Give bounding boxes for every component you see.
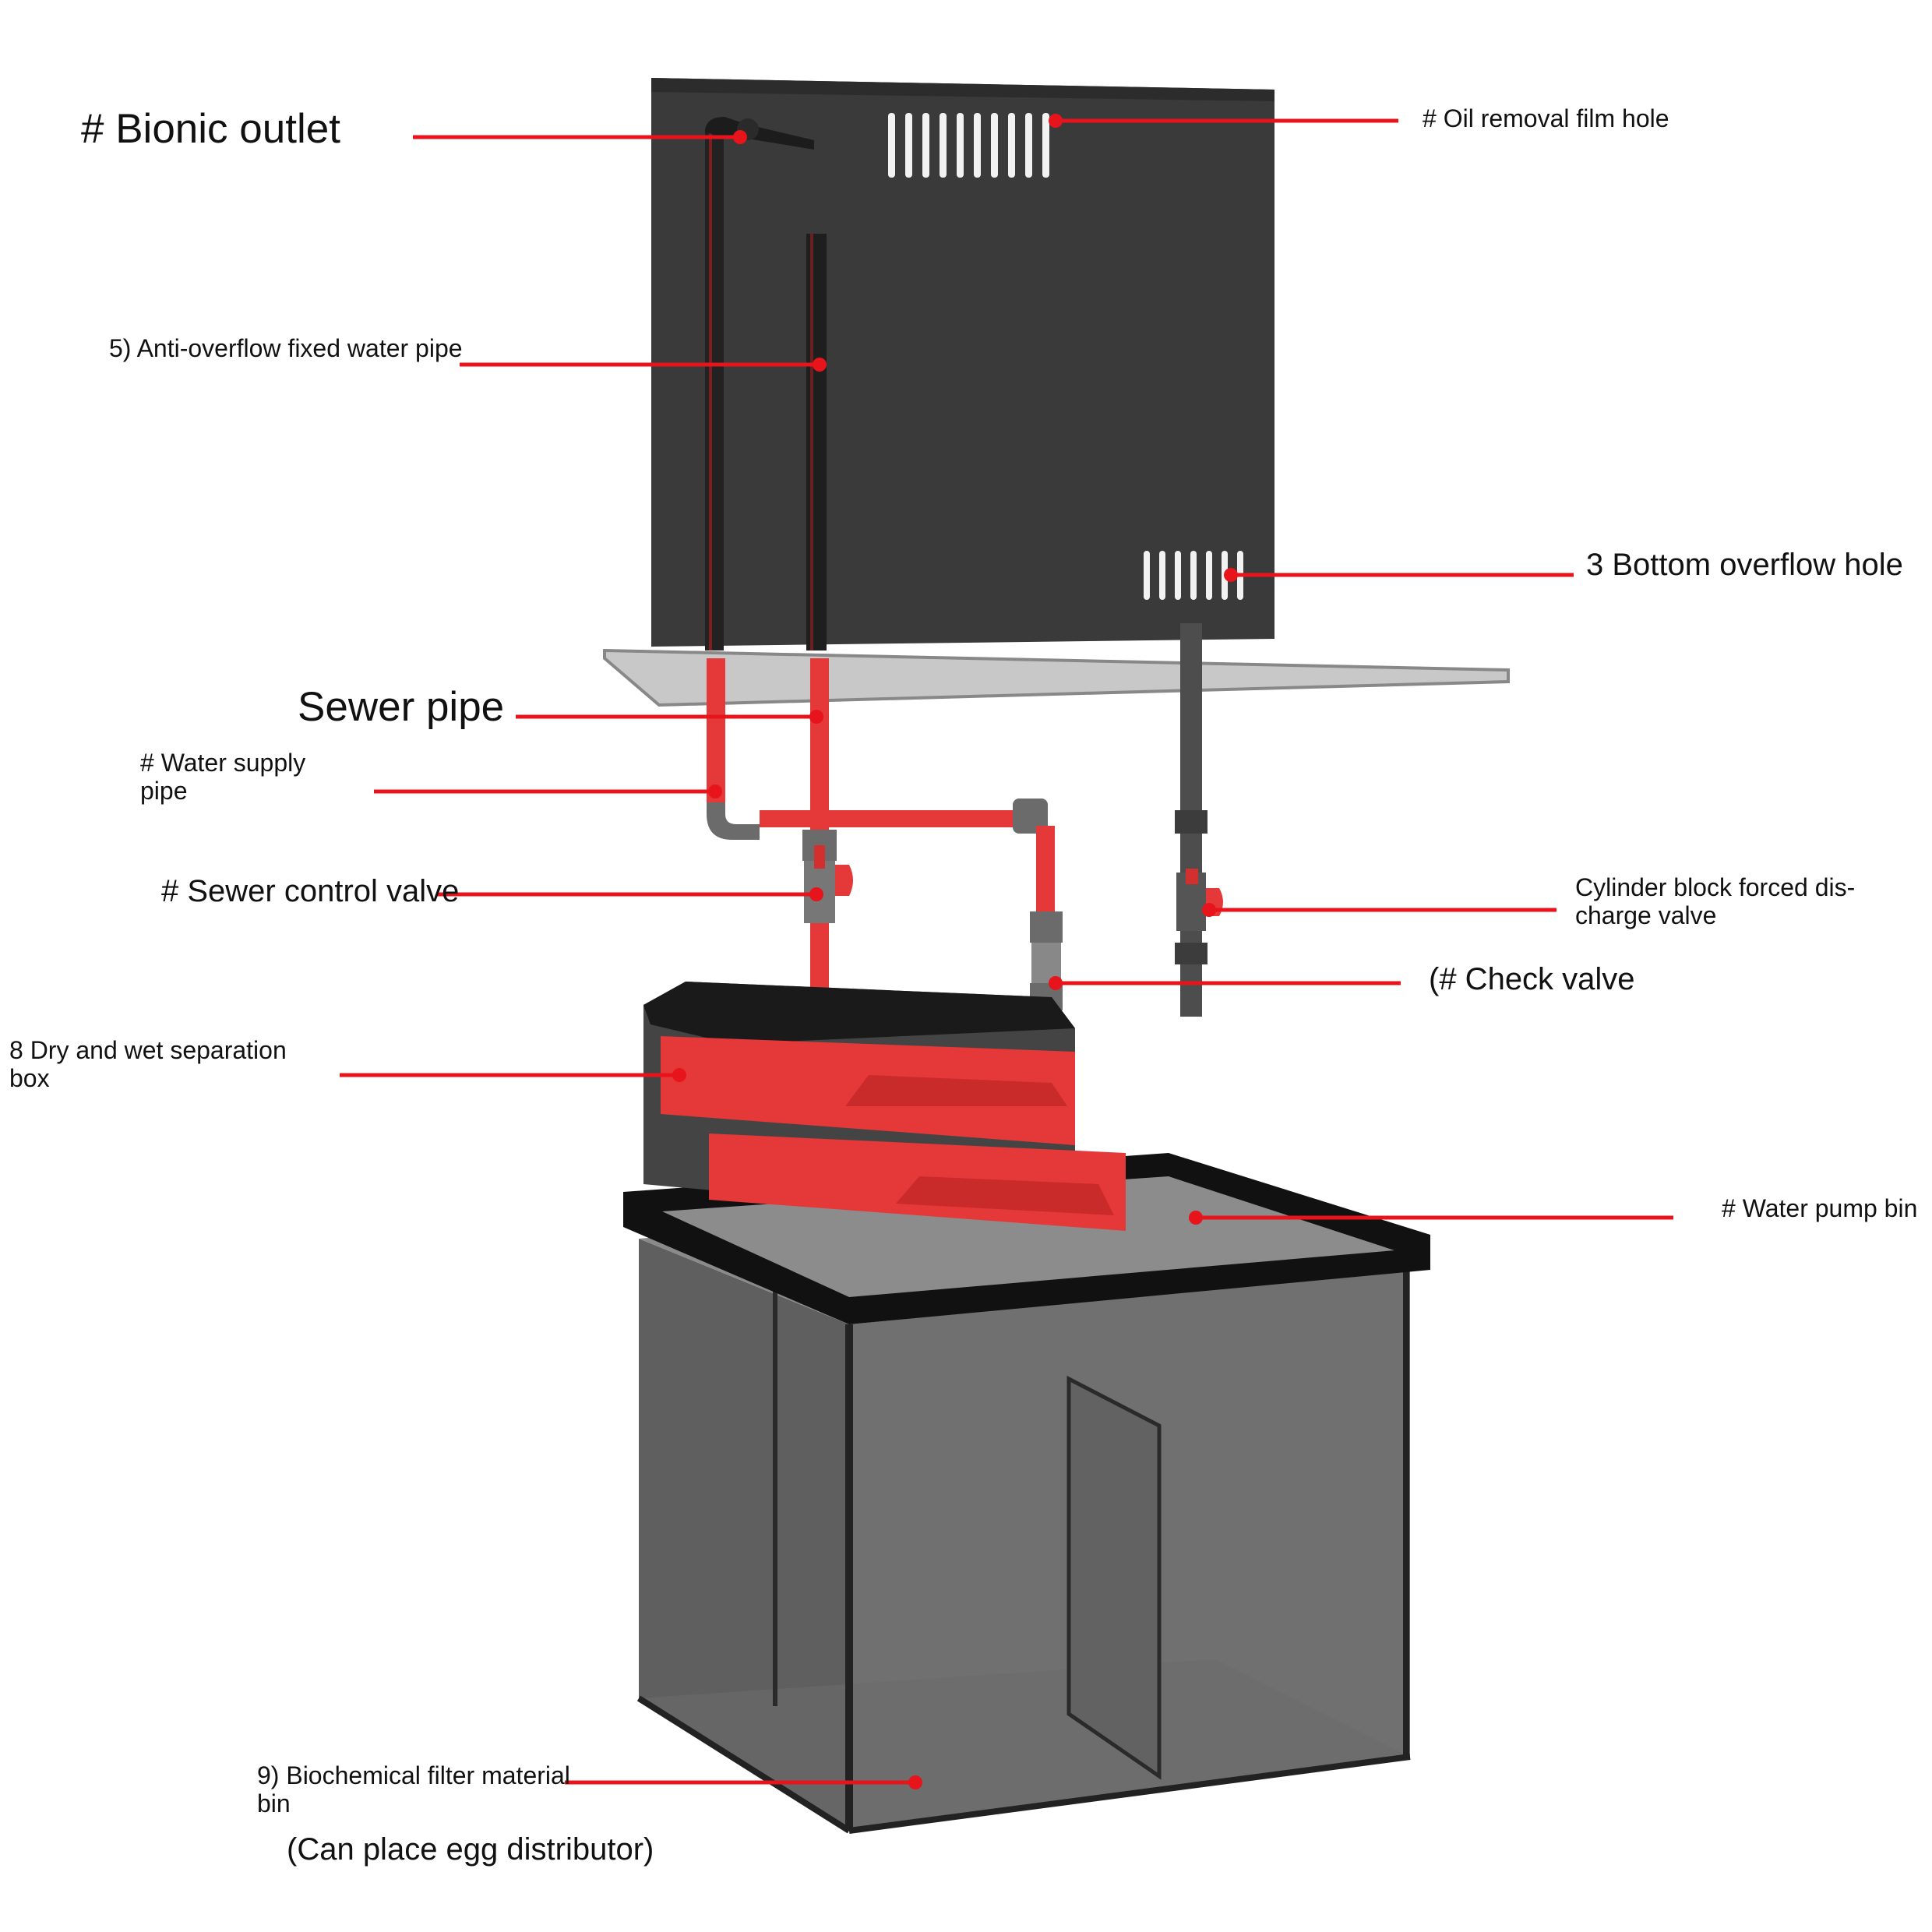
label-water-supply-pipe: # Water supply pipe xyxy=(140,749,305,806)
label-cylinder-block-forced-discharge-valve: Cylinder block forced dis- charge valve xyxy=(1575,874,1855,930)
label-bionic-outlet: # Bionic outlet xyxy=(81,106,340,152)
label-sewer-pipe: Sewer pipe xyxy=(298,684,504,730)
label-egg-distributor-note: (Can place egg distributor) xyxy=(287,1832,654,1867)
label-dry-and-wet-separation-box: 8 Dry and wet separation box xyxy=(9,1037,287,1093)
anti-overflow-pipe xyxy=(806,234,827,650)
dry-wet-separation-box xyxy=(643,982,1126,1231)
label-sewer-control-valve: # Sewer control valve xyxy=(161,874,459,909)
check-valve xyxy=(1030,911,1063,1010)
sewer-control-valve xyxy=(802,830,853,923)
glass-shelf xyxy=(605,650,1508,705)
tank-divider xyxy=(1069,1379,1159,1776)
label-check-valve: (# Check valve xyxy=(1429,962,1635,997)
bionic-outlet-pipe xyxy=(705,129,724,650)
red-pipework xyxy=(707,658,1055,1026)
sump-tank xyxy=(623,1153,1430,1831)
label-water-pump-bin: # Water pump bin xyxy=(1722,1195,1917,1223)
label-oil-removal-film-hole: # Oil removal film hole xyxy=(1423,105,1669,133)
label-biochemical-filter-material-bin: 9) Biochemical filter material bin xyxy=(257,1762,570,1818)
label-bottom-overflow-hole: 3 Bottom overflow hole xyxy=(1586,548,1903,583)
label-anti-overflow-fixed-water-pipe: 5) Anti-overflow fixed water pipe xyxy=(109,335,463,363)
